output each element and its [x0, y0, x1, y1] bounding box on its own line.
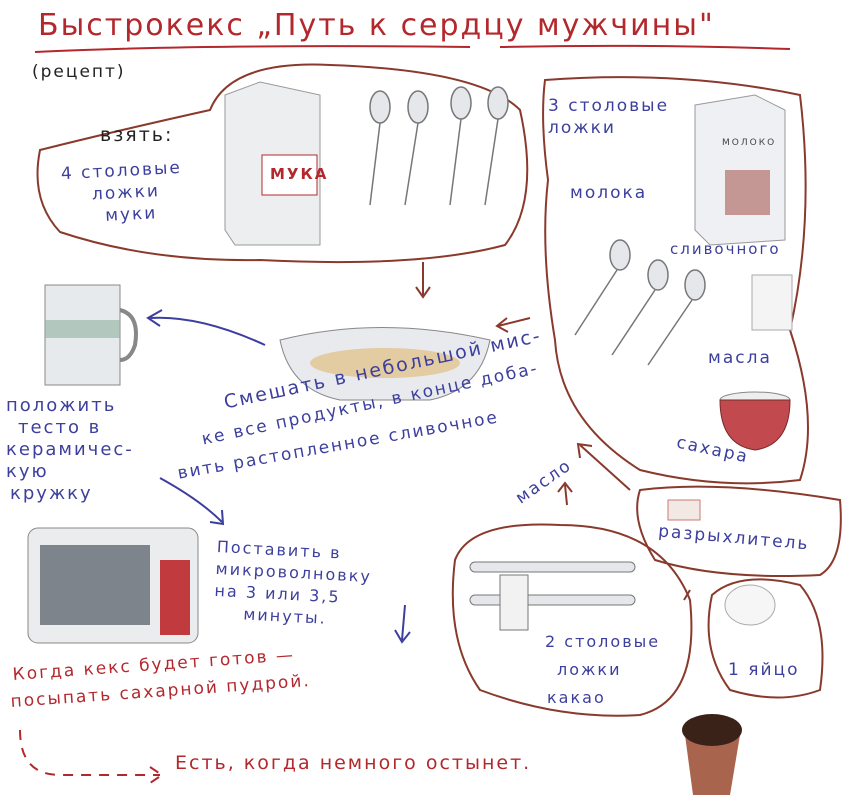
flow-arrows-blue — [146, 309, 411, 644]
mug-icon — [44, 284, 138, 386]
mug-text: положить тесто в керамичес- кую кружку — [6, 395, 134, 505]
mug-line: кружку — [10, 483, 93, 504]
egg-icon — [724, 584, 776, 626]
take-label: взять: — [100, 124, 174, 146]
butter-line2: масла — [708, 348, 772, 368]
subtitle: (рецепт) — [32, 62, 126, 82]
milk-text: 3 столовые ложки — [548, 95, 669, 139]
cocoa-text: 2 столовые ложки какао — [545, 628, 660, 712]
microwave-icon — [27, 527, 199, 644]
baking-powder-outline — [636, 485, 842, 577]
eat-text: Есть, когда немного остынет. — [175, 752, 532, 774]
page-title: Быстрокекс „Путь к сердцу мужчины" — [38, 8, 715, 43]
milk-package-label: МОЛОКО — [722, 138, 777, 148]
ingredients-group-outline — [542, 76, 809, 485]
baking-powder-icon — [667, 499, 701, 521]
flow-arrows — [415, 262, 691, 601]
flour-bag-icon — [224, 81, 321, 246]
egg-text: 1 яйцо — [728, 660, 800, 680]
cupcake-icon — [682, 714, 742, 795]
mug-line: тесто в — [18, 417, 102, 438]
cocoa-line: какао — [547, 688, 606, 707]
butter-line1: сливочного — [670, 240, 781, 258]
milk-line: ложки — [548, 118, 616, 138]
egg-outline — [707, 578, 824, 699]
microwave-text: Поставить в микроволновку на 3 или 3,5 м… — [213, 536, 374, 632]
title-underline — [34, 44, 791, 53]
milk-carton-icon — [694, 94, 786, 246]
milk-line: 3 столовые — [548, 96, 670, 116]
flour-group-outline — [36, 63, 529, 264]
cocoa-line: ложки — [557, 660, 622, 679]
sugar-bowl-icon — [719, 391, 791, 451]
cocoa-group-outline — [451, 523, 693, 717]
mug-line: кую — [6, 461, 49, 482]
eat-arrow — [19, 729, 164, 784]
mug-line: положить — [6, 395, 117, 416]
cocoa-line: 2 столовые — [545, 632, 661, 651]
flour-text: 4 столовые ложки муки — [60, 157, 184, 229]
flour-package-label: МУКА — [270, 165, 329, 183]
mug-line: керамичес- — [6, 439, 134, 460]
mixing-bowl-icon — [279, 327, 491, 401]
milk-word: молока — [570, 183, 648, 203]
spoons-icon — [369, 86, 706, 366]
butter-icon — [751, 274, 793, 331]
cocoa-pack-icon — [469, 561, 636, 631]
